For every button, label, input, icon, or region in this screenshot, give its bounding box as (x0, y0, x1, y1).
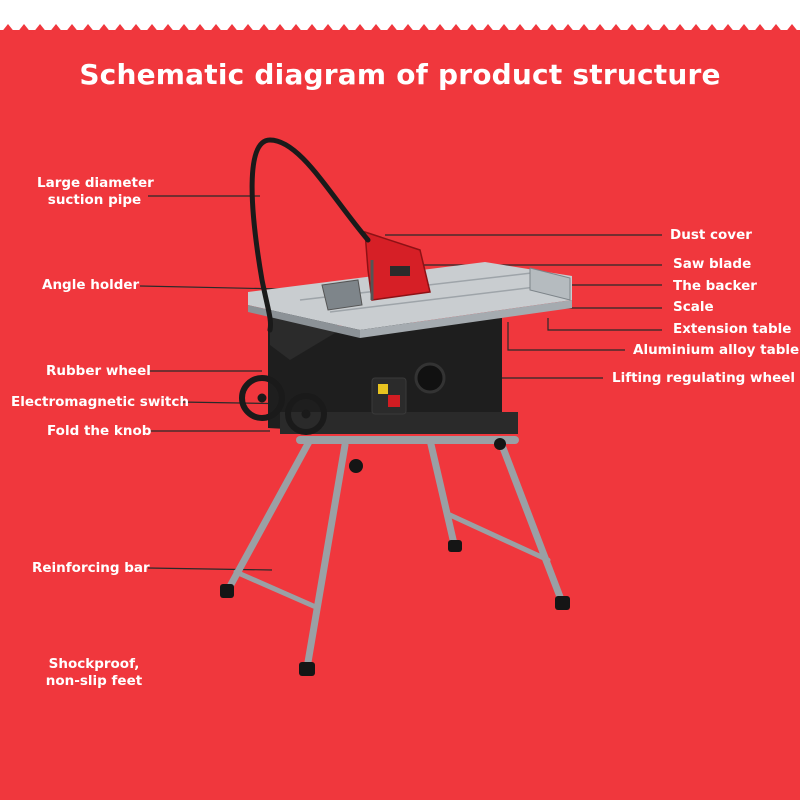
diagram-title: Schematic diagram of product structure (79, 58, 721, 91)
aluminium-table (248, 262, 572, 338)
leader-line (507, 322, 625, 351)
label-scale: Scale (673, 299, 714, 315)
label-dust-cover: Dust cover (670, 227, 752, 243)
foot (448, 540, 462, 552)
label-angle-holder: Angle holder (42, 277, 140, 293)
foot (299, 662, 315, 676)
dust-cover (364, 230, 431, 301)
lifting-wheel (414, 362, 446, 394)
rubber-wheels (239, 375, 327, 435)
reinforcing-bar (233, 569, 321, 611)
stand-leg (303, 441, 349, 672)
label-extension-table: Extension table (673, 321, 792, 337)
rip-fence (529, 267, 571, 301)
switch-button-red (388, 395, 400, 407)
stand-leg (496, 436, 566, 606)
angle-holder (321, 279, 363, 311)
rubber-wheel (239, 375, 285, 421)
label-shockproof-feet: Shockproof, non-slip feet (45, 656, 143, 689)
foot (220, 584, 234, 598)
label-fold-the-knob: Fold the knob (47, 423, 152, 439)
stand-leg (426, 436, 459, 552)
zigzag-top-border (0, 0, 800, 40)
rubber-wheel (285, 393, 327, 435)
leader-line (547, 318, 662, 331)
suction-pipe (249, 137, 371, 333)
folding-stand (224, 436, 566, 672)
switch-button-green (378, 384, 388, 394)
label-electromagnetic-switch: Electromagnetic switch (11, 394, 189, 410)
fold-knob (349, 459, 363, 473)
leader-line (147, 567, 273, 571)
foot (555, 596, 570, 610)
label-the-backer: The backer (673, 278, 757, 294)
stand-leg (224, 436, 314, 594)
label-large-diameter-suction-pipe: Large diameter suction pipe (37, 175, 154, 208)
label-lifting-regulating-wheel: Lifting regulating wheel (612, 370, 796, 386)
non-slip-feet (220, 438, 570, 676)
reinforcing-bar (447, 512, 551, 563)
label-reinforcing-bar: Reinforcing bar (32, 560, 150, 576)
label-saw-blade: Saw blade (673, 256, 752, 272)
fold-knob (494, 438, 506, 450)
label-aluminium-alloy-table: Aluminium alloy table (633, 342, 800, 358)
label-rubber-wheel: Rubber wheel (46, 363, 151, 379)
